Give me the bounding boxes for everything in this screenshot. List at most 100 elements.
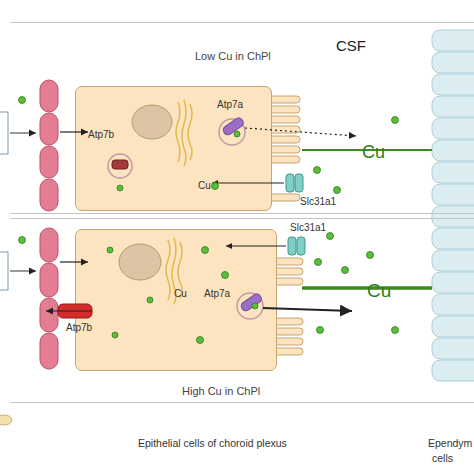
ependymal-cell <box>432 118 474 139</box>
ependymal-cell <box>432 162 474 183</box>
transport-arrow <box>60 261 88 262</box>
protein-label: Slc31a1 <box>300 196 336 208</box>
uptake-arrow <box>10 270 36 271</box>
bottom-cell-organelles <box>46 237 352 319</box>
atp7b-transporter <box>112 160 128 169</box>
protein-label: Cu <box>174 288 187 300</box>
element-label: Cu <box>367 279 391 302</box>
cu-dot <box>252 303 258 309</box>
atp7b-transporter <box>58 304 92 318</box>
efflux-arrow <box>263 308 352 311</box>
csf-lines <box>302 150 432 288</box>
protein-label: Atp7a <box>204 288 230 300</box>
cu-dot <box>234 131 240 137</box>
endothelial-cells <box>40 80 58 369</box>
nucleus <box>119 244 161 280</box>
cu-dot <box>112 332 118 338</box>
ependymal-cell <box>432 206 474 227</box>
golgi <box>166 238 182 304</box>
ependymal-cell <box>432 74 474 95</box>
endothelial-cell <box>40 228 58 262</box>
ependymal-cell <box>432 228 474 249</box>
transport-arrow <box>60 131 88 132</box>
endothelial-cell <box>40 263 58 297</box>
ependymal-cell <box>432 96 474 117</box>
cu-dot <box>222 272 229 279</box>
cu-dot <box>334 187 341 194</box>
vesicle <box>108 154 132 178</box>
panel-heading: Low Cu in ChPl <box>195 50 271 62</box>
protein-label: Atp7b <box>88 129 114 141</box>
protein-label: Slc31a1 <box>290 222 326 234</box>
epithelial-cell: Cu Atp7a <box>75 229 277 371</box>
cu-dot <box>327 233 334 240</box>
import-arrow <box>226 246 286 247</box>
efflux-arrow <box>245 128 356 136</box>
cu-dot <box>392 117 399 124</box>
condition-panel: Low Cu in ChPlAtp7aAtp7bCu <box>10 22 474 214</box>
panel-heading: High Cu in ChPl <box>182 385 260 397</box>
cu-dot <box>314 167 321 174</box>
cu-dot <box>117 185 123 191</box>
caption-label: Epithelial cells of choroid plexus <box>138 437 287 450</box>
cu-dot <box>317 327 324 334</box>
endothelial-cell <box>40 179 58 211</box>
ependymal-cell <box>432 294 474 315</box>
cu-dot <box>212 183 219 190</box>
ependymal-cell <box>432 52 474 73</box>
cu-dot <box>19 237 26 244</box>
copper-dots <box>19 97 399 344</box>
uptake-arrow <box>10 132 36 133</box>
ependymal-cell <box>432 316 474 337</box>
protein-label: Atp7a <box>217 99 243 111</box>
capillary-box <box>0 112 8 154</box>
csf-cu-level <box>302 149 432 151</box>
region-label: CSF <box>336 37 366 55</box>
cu-dot <box>19 97 26 104</box>
cu-dot <box>147 297 153 303</box>
cell-label: Ependym <box>428 437 472 450</box>
ependymal-cell <box>432 184 474 205</box>
ependymal-cell <box>432 30 474 51</box>
top-cell-organelles <box>60 100 356 192</box>
ependymal-cell <box>432 250 474 271</box>
capillary-box <box>0 252 8 290</box>
vesicle <box>219 119 245 145</box>
ependymal-cell <box>432 140 474 161</box>
slc31a1-transporter <box>286 174 294 192</box>
atp7a-transporter <box>222 116 245 136</box>
endothelial-cell <box>40 113 58 145</box>
csf-cu-level <box>302 286 432 290</box>
protein-label: Cu <box>198 180 211 192</box>
endothelial-cell <box>40 146 58 178</box>
ependymal-cell <box>432 272 474 293</box>
protein-label: Atp7b <box>66 322 92 334</box>
slc31a1-transporter <box>295 174 303 192</box>
element-label: Cu <box>362 141 385 163</box>
cu-dot <box>342 267 349 274</box>
ependymal-cells <box>432 30 474 381</box>
atp7a-transporter <box>240 292 263 312</box>
ependymal-cell <box>432 360 474 381</box>
endothelial-cell <box>40 333 58 369</box>
endothelial-cell <box>40 298 58 332</box>
cu-dot <box>107 247 113 253</box>
nucleus <box>132 105 172 139</box>
ependymal-cell <box>432 338 474 359</box>
cu-dot <box>315 259 322 266</box>
epithelial-cell: Atp7aAtp7bCu <box>75 86 272 211</box>
blood-side <box>0 112 36 425</box>
import-arrow <box>212 183 284 184</box>
slc31a1-transporter <box>297 237 305 255</box>
small-cell <box>0 415 12 425</box>
condition-panel: High Cu in ChPl Cu Atp7a <box>10 218 474 403</box>
export-arrow <box>46 310 92 311</box>
slc31a1-transporter <box>288 237 296 255</box>
golgi <box>176 100 192 166</box>
cu-dot <box>197 337 204 344</box>
cu-dot <box>367 252 374 259</box>
vesicle <box>237 293 263 319</box>
endothelial-cell <box>40 80 58 112</box>
